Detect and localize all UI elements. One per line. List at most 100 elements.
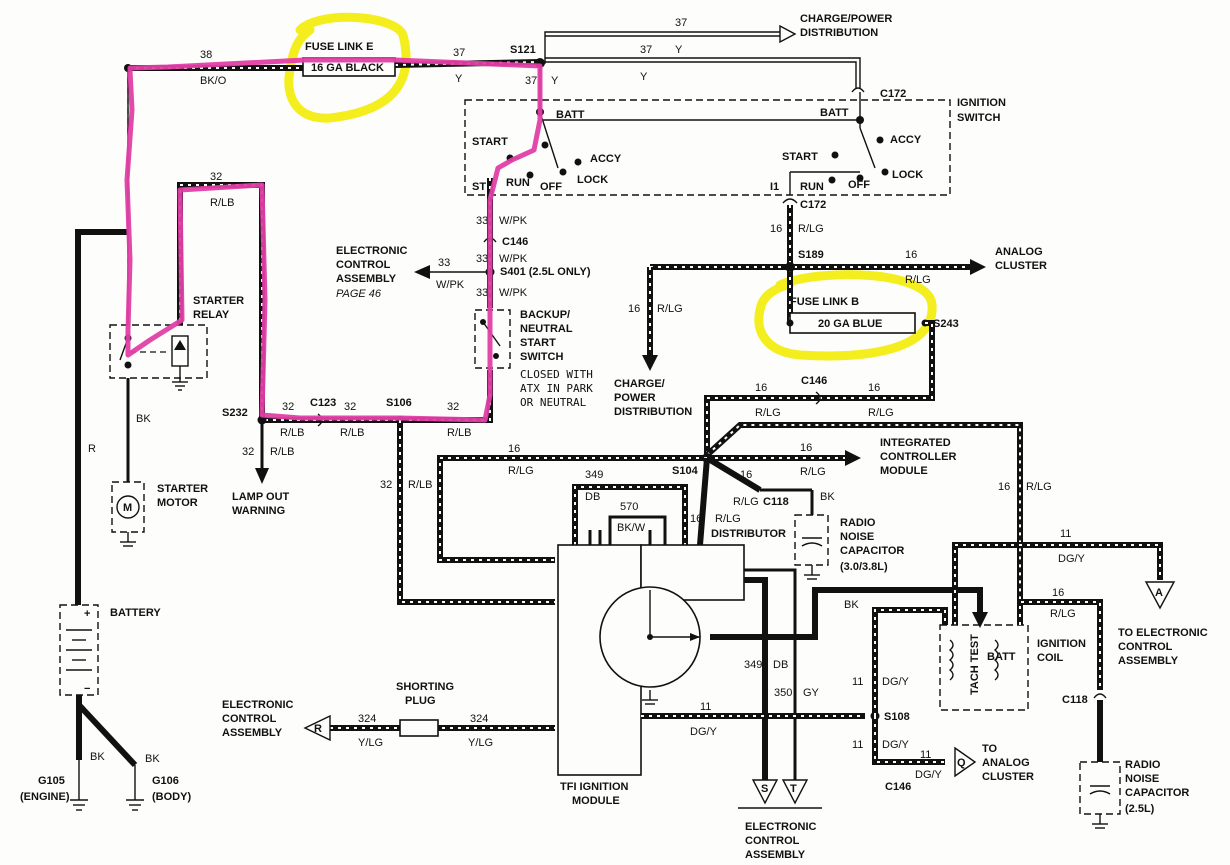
icm-label: INTEGRATED (880, 437, 951, 449)
switch-terminal-label: BATT (556, 109, 585, 121)
switch-terminal-label: START (782, 151, 818, 163)
wire-350 (744, 568, 797, 785)
wire-color: R/LB (210, 197, 234, 209)
splice-label: S108 (884, 711, 910, 723)
wire-color: BK (90, 751, 105, 763)
connector-s (751, 779, 779, 805)
starter-relay-label: STARTER (193, 295, 244, 307)
svg-text:+: + (84, 608, 90, 620)
wire-number: 32 (282, 401, 294, 413)
wire-number: 11 (852, 739, 863, 751)
wire-color: BK (820, 491, 835, 503)
starter-motor-label: STARTER (157, 483, 208, 495)
radio-noise-capacitor-1 (794, 514, 829, 566)
wire-color: GY (803, 687, 820, 699)
wire-number: 32 (447, 401, 459, 413)
icm-label: CONTROLLER (880, 451, 956, 463)
wire-bk-coil (710, 587, 983, 640)
charge-power-label: DISTRIBUTION (800, 27, 878, 39)
wire-color: W/PK (436, 279, 465, 291)
switch-label: NEUTRAL (520, 323, 573, 335)
ignition-coil-label: IGNITION (1037, 638, 1086, 650)
arrow-charge-power (779, 24, 797, 44)
eca-label: CONTROL (222, 713, 277, 725)
ignition-switch (464, 99, 951, 196)
eca-label: CONTROL (336, 259, 391, 271)
starter-motor (111, 481, 145, 533)
switch-note: OR NEUTRAL (520, 396, 587, 409)
eca-label: ELECTRONIC (336, 245, 408, 257)
switch-terminal-label: OFF (848, 179, 870, 191)
wire-number: 16 (868, 382, 880, 394)
switch-terminal-label: OFF (540, 181, 562, 193)
wire-color: R/LG (800, 466, 826, 478)
splice-label: S189 (798, 249, 824, 261)
coil-terminal-label: BATT (987, 651, 1016, 663)
switch-label: SWITCH (520, 351, 563, 363)
icm-label: MODULE (880, 465, 928, 477)
analog-cluster-label: CLUSTER (995, 260, 1047, 272)
wire-color: R/LG (508, 465, 534, 477)
eca-label: ASSEMBLY (1118, 655, 1179, 667)
wire-number: 32 (210, 171, 222, 183)
wire-number: 33 (476, 287, 488, 299)
fuse-link-e-label: FUSE LINK E (305, 41, 373, 53)
connector-c118 (1093, 693, 1107, 699)
eca-label: PAGE 46 (336, 288, 382, 300)
switch-terminal-label: LOCK (577, 174, 608, 186)
wire-number: 38 (200, 49, 212, 61)
wire-number: 16 (800, 442, 812, 454)
switch-terminal-label: START (472, 136, 508, 148)
wire-color: R/LB (340, 427, 364, 439)
wire-color: Y (675, 44, 683, 56)
switch-note: CLOSED WITH (520, 368, 593, 381)
wire-color: R/LG (905, 274, 931, 286)
eca-label: ASSEMBLY (336, 273, 397, 285)
wire-color: R/LG (733, 496, 759, 508)
connector-label: Q (957, 757, 966, 769)
wire-number: 16 (770, 223, 782, 235)
fuse-link-b-highlight (754, 270, 937, 361)
wire-color: W/PK (499, 287, 528, 299)
wire-color: DG/Y (1058, 553, 1086, 565)
wire-number: 37 (525, 75, 537, 87)
wire-number: 16 (905, 249, 917, 261)
shorting-plug-label: SHORTING (396, 681, 454, 693)
switch-terminal-label: ACCY (590, 153, 622, 165)
shorting-plug (399, 719, 439, 737)
wire-color: R/LB (280, 427, 304, 439)
switch-terminal-label: BATT (820, 107, 849, 119)
ground-label: (BODY) (152, 791, 191, 803)
wire-number: 32 (380, 479, 392, 491)
wire-color: R/LG (1050, 608, 1076, 620)
switch-label: BACKUP/ (520, 309, 570, 321)
connector-label: C172 (880, 88, 906, 100)
ignition-coil (939, 624, 1029, 711)
battery-label: BATTERY (110, 607, 161, 619)
splice-label: S401 (2.5L ONLY) (500, 266, 591, 278)
ground-label: G106 (152, 775, 179, 787)
switch-note: ATX IN PARK (520, 382, 593, 395)
connector-label: T (790, 783, 797, 795)
wire-number: 324 (470, 713, 488, 725)
switch-terminal-label: LOCK (892, 169, 923, 181)
fuse-link-b-label: FUSE LINK B (790, 296, 859, 308)
wire-color: Y (640, 71, 648, 83)
connector-q (954, 746, 977, 778)
connector-t (781, 779, 809, 805)
wire-color: R/LG (868, 407, 894, 419)
connector-label: C172 (800, 199, 826, 211)
connector-label: C118 (763, 496, 789, 508)
connector-label: R (314, 723, 322, 735)
wire-color: Y/LG (358, 737, 383, 749)
wire-349-eca (744, 577, 768, 785)
ignition-switch-label: SWITCH (957, 112, 1000, 124)
switch-terminal-label: RUN (800, 181, 824, 193)
connector-label: S (761, 783, 768, 795)
coil-terminal-label: TACH TEST (969, 634, 981, 695)
wire-number: 33 (438, 257, 450, 269)
fuse-b-rating: 20 GA BLUE (818, 318, 882, 330)
starter-relay (109, 324, 208, 379)
wire-color: R/LG (715, 513, 741, 525)
